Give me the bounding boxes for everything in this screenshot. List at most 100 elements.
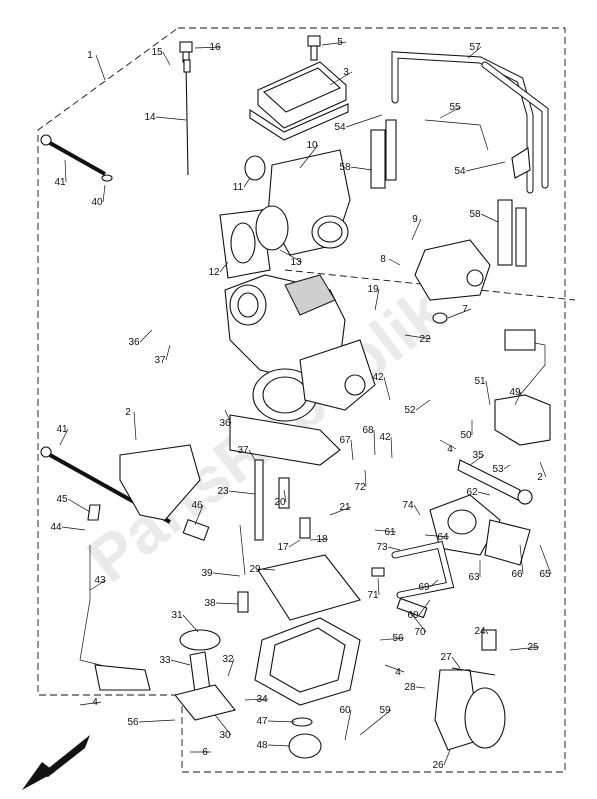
callout-55: 55 bbox=[449, 102, 461, 113]
callout-leader-58 bbox=[480, 213, 499, 223]
callout-leader-59 bbox=[359, 709, 392, 736]
callout-leader-42 bbox=[390, 436, 393, 459]
callout-leader-19 bbox=[374, 288, 380, 311]
callout-leader-4 bbox=[384, 664, 405, 673]
callout-67: 67 bbox=[339, 435, 351, 446]
callout-28: 28 bbox=[404, 682, 416, 693]
direction-arrow bbox=[40, 735, 90, 777]
screw-16 bbox=[179, 41, 193, 63]
callout-leader-37 bbox=[248, 449, 256, 461]
callout-leader-62 bbox=[477, 491, 491, 496]
callout-leader-1 bbox=[95, 54, 106, 81]
callout-35: 35 bbox=[472, 450, 484, 461]
part-46 bbox=[182, 518, 210, 542]
callout-54: 54 bbox=[454, 166, 466, 177]
assembly-boundary bbox=[37, 27, 566, 773]
callout-leader-38 bbox=[215, 602, 239, 605]
callout-leader-29 bbox=[260, 568, 276, 571]
drain-48 bbox=[288, 733, 322, 759]
callout-leader-56 bbox=[379, 637, 405, 641]
callout-leader-23 bbox=[228, 490, 256, 495]
lever-bracket bbox=[119, 444, 201, 521]
wire-55 bbox=[424, 119, 489, 151]
callout-31: 31 bbox=[171, 610, 183, 621]
rod-39 bbox=[239, 524, 246, 576]
fitting-54 bbox=[511, 147, 531, 179]
washer-7 bbox=[432, 312, 448, 324]
callout-leader-27 bbox=[451, 656, 461, 669]
callout-1: 1 bbox=[87, 50, 93, 61]
callout-leader-40 bbox=[102, 184, 106, 203]
screw-5 bbox=[307, 35, 321, 61]
rod-27 bbox=[451, 667, 496, 676]
carburetor-body bbox=[224, 274, 376, 466]
callout-leader-28 bbox=[415, 686, 426, 689]
callout-65: 65 bbox=[539, 569, 551, 580]
callout-14: 14 bbox=[144, 112, 156, 123]
callout-leader-68 bbox=[373, 429, 376, 456]
callout-54: 54 bbox=[334, 122, 346, 133]
callout-leader-57 bbox=[467, 46, 482, 59]
callout-68: 68 bbox=[362, 425, 374, 436]
callout-24: 24 bbox=[474, 626, 486, 637]
jet-17 bbox=[299, 517, 311, 539]
cap-26b bbox=[464, 687, 506, 749]
needle-clip bbox=[183, 59, 191, 73]
callout-2: 2 bbox=[537, 472, 543, 483]
callout-leader-70 bbox=[409, 611, 427, 633]
callout-leader-41 bbox=[59, 428, 69, 446]
callout-5: 5 bbox=[337, 37, 343, 48]
callout-71: 71 bbox=[367, 590, 379, 601]
callout-26: 26 bbox=[432, 760, 444, 771]
callout-leader-53 bbox=[503, 464, 511, 470]
diaphragm-63 bbox=[429, 494, 531, 566]
callout-39: 39 bbox=[201, 568, 213, 579]
callout-41: 41 bbox=[54, 177, 66, 188]
callout-11: 11 bbox=[233, 182, 244, 193]
callout-leader-65 bbox=[539, 544, 552, 575]
callout-leader-46 bbox=[194, 504, 204, 526]
hose-58-right bbox=[497, 199, 527, 267]
callout-leader-32 bbox=[227, 658, 235, 677]
callout-leader-18 bbox=[309, 538, 329, 541]
callout-leader-39 bbox=[212, 572, 241, 577]
callout-leader-52 bbox=[415, 399, 431, 411]
callout-8: 8 bbox=[380, 254, 386, 265]
callout-leader-43 bbox=[89, 579, 107, 591]
diaphragm-31 bbox=[179, 629, 221, 651]
callout-59: 59 bbox=[379, 705, 391, 716]
callout-45: 45 bbox=[56, 494, 68, 505]
callout-leader-51 bbox=[485, 380, 491, 406]
callout-43: 43 bbox=[94, 575, 106, 586]
o-ring-13 bbox=[255, 205, 289, 251]
callout-leader-64 bbox=[424, 534, 450, 538]
callout-3: 3 bbox=[343, 67, 349, 78]
callout-58: 58 bbox=[339, 162, 351, 173]
callout-69: 69 bbox=[418, 582, 430, 593]
callout-leader-72 bbox=[364, 469, 367, 488]
callout-leader-25 bbox=[509, 646, 540, 651]
callout-25: 25 bbox=[527, 642, 539, 653]
callout-leader-33 bbox=[170, 659, 191, 666]
needle-14 bbox=[185, 63, 189, 176]
spring-35 bbox=[457, 459, 533, 505]
callout-10: 10 bbox=[306, 140, 318, 151]
callout-63: 63 bbox=[468, 572, 480, 583]
callout-leader-35 bbox=[469, 454, 485, 466]
callout-leader-54 bbox=[465, 161, 506, 172]
callout-56: 56 bbox=[392, 633, 404, 644]
callout-27: 27 bbox=[440, 652, 452, 663]
callout-leader-13 bbox=[279, 249, 303, 263]
callout-leader-56 bbox=[138, 719, 176, 723]
callout-66: 66 bbox=[511, 569, 523, 580]
callout-53: 53 bbox=[492, 464, 504, 475]
callout-32: 32 bbox=[222, 654, 234, 665]
gasket-29 bbox=[257, 554, 361, 621]
callout-leader-3 bbox=[329, 71, 353, 86]
arrow-head bbox=[22, 762, 55, 790]
callout-13: 13 bbox=[290, 257, 302, 268]
callout-leader-61 bbox=[374, 529, 397, 533]
callout-leader-11 bbox=[243, 177, 251, 188]
